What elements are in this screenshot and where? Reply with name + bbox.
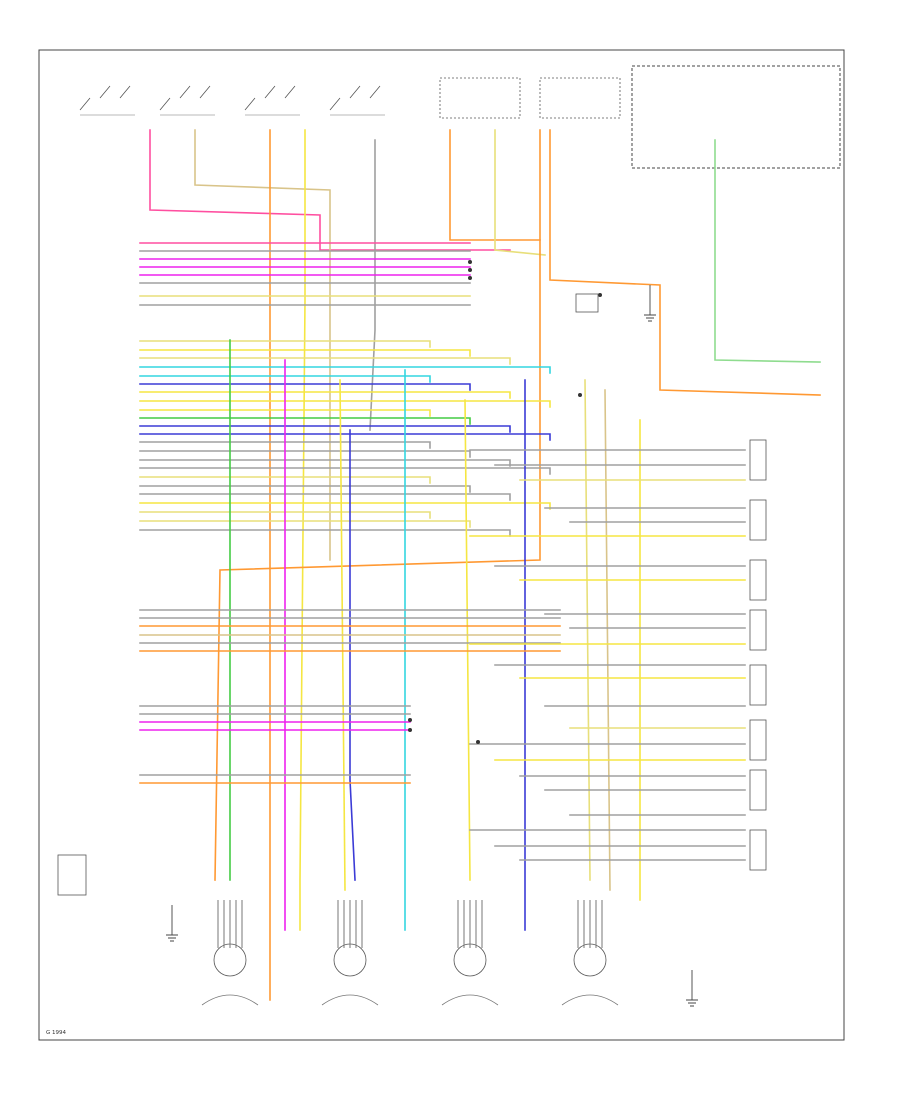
- wire-yellow-main: [299, 129, 306, 931]
- switch-contact-1: [79, 85, 131, 111]
- wire-ly-vert: [584, 379, 591, 881]
- wheel-sensor-3: [453, 943, 487, 977]
- fuse-box-1: [439, 77, 521, 119]
- relay-block: [575, 293, 599, 313]
- bus-row-b-22: [139, 520, 471, 528]
- bus-row-b-21: [139, 511, 431, 519]
- bus-row-b-10: [139, 417, 471, 425]
- wheel-speed-sensors: [201, 900, 619, 1006]
- bus-row-b-4: [139, 366, 551, 374]
- wheel-sensor-2: [333, 943, 367, 977]
- bus-row-b-1: [139, 340, 431, 348]
- bus-row-b-13: [139, 441, 431, 449]
- footer-code: G 1994: [46, 1030, 67, 1036]
- bus-row-b-19: [139, 493, 511, 501]
- switch-contact-3: [244, 85, 296, 111]
- splice-6: [476, 740, 480, 744]
- left-module: [57, 854, 87, 896]
- wheel-sensor-1: [213, 943, 247, 977]
- wire-orange-2: [449, 129, 541, 241]
- bus-row-b-15: [139, 459, 511, 467]
- splice-4: [408, 718, 412, 722]
- splice-2: [468, 268, 472, 272]
- bus-row-b-7: [139, 391, 511, 399]
- wire-orange-3: [214, 129, 541, 881]
- splice-3: [468, 276, 472, 280]
- right-connector-7: [749, 769, 767, 811]
- splice-8: [578, 393, 582, 397]
- wire-pink-top: [149, 129, 511, 251]
- right-connector-4: [749, 609, 767, 651]
- bus-row-b-11: [139, 425, 511, 433]
- bus-row-b-6: [139, 383, 471, 391]
- right-connector-8: [749, 829, 767, 871]
- wire-harness: [139, 129, 821, 1001]
- wire-lgreen-right: [714, 139, 821, 363]
- bus-row-b-5: [139, 375, 431, 383]
- right-connector-5: [749, 664, 767, 706]
- sensor-2-bracket: [321, 994, 379, 1006]
- bus-row-b-23: [139, 529, 511, 537]
- wheel-sensor-4: [573, 943, 607, 977]
- bus-row-b-8: [139, 400, 551, 408]
- bus-row-b-16: [139, 467, 551, 475]
- wire-ly-top: [494, 129, 546, 256]
- sensor-4-bracket: [561, 994, 619, 1006]
- bus-row-b-17: [139, 476, 431, 484]
- right-connector-1: [749, 439, 767, 481]
- splice-7: [598, 293, 602, 297]
- wire-gray-top: [369, 139, 376, 431]
- sensor-3-bracket: [441, 994, 499, 1006]
- ground-symbol-2: [686, 999, 698, 1007]
- switch-contact-4: [329, 85, 381, 111]
- bus-row-b-20: [139, 502, 551, 510]
- bus-row-b-2: [139, 349, 471, 357]
- wire-orange-4: [549, 129, 821, 396]
- bus-row-b-9: [139, 409, 431, 417]
- switch-contact-2: [159, 85, 211, 111]
- bus-row-b-18: [139, 485, 471, 493]
- ground-points: [166, 285, 698, 1007]
- right-side-components: [749, 439, 767, 871]
- wire-blue-vert: [349, 429, 356, 881]
- diagram-frame: [38, 49, 845, 1041]
- splice-5: [408, 728, 412, 732]
- top-right-relay-box: [631, 65, 841, 169]
- bus-row-b-3: [139, 357, 511, 365]
- connectors: [57, 260, 602, 896]
- wire-tan-vert: [604, 389, 611, 891]
- right-connector-2: [749, 499, 767, 541]
- wire-tan-top: [194, 129, 331, 561]
- right-connector-6: [749, 719, 767, 761]
- bus-row-b-12: [139, 433, 551, 441]
- sensor-1-bracket: [201, 994, 259, 1006]
- ground-symbol-3: [644, 314, 656, 322]
- wire-yellow-vert-3: [464, 399, 471, 881]
- fuse-block: [79, 77, 621, 119]
- splice-1: [468, 260, 472, 264]
- right-connector-3: [749, 559, 767, 601]
- ground-symbol-1: [166, 934, 178, 942]
- fuse-box-2: [539, 77, 621, 119]
- bus-row-b-14: [139, 450, 471, 458]
